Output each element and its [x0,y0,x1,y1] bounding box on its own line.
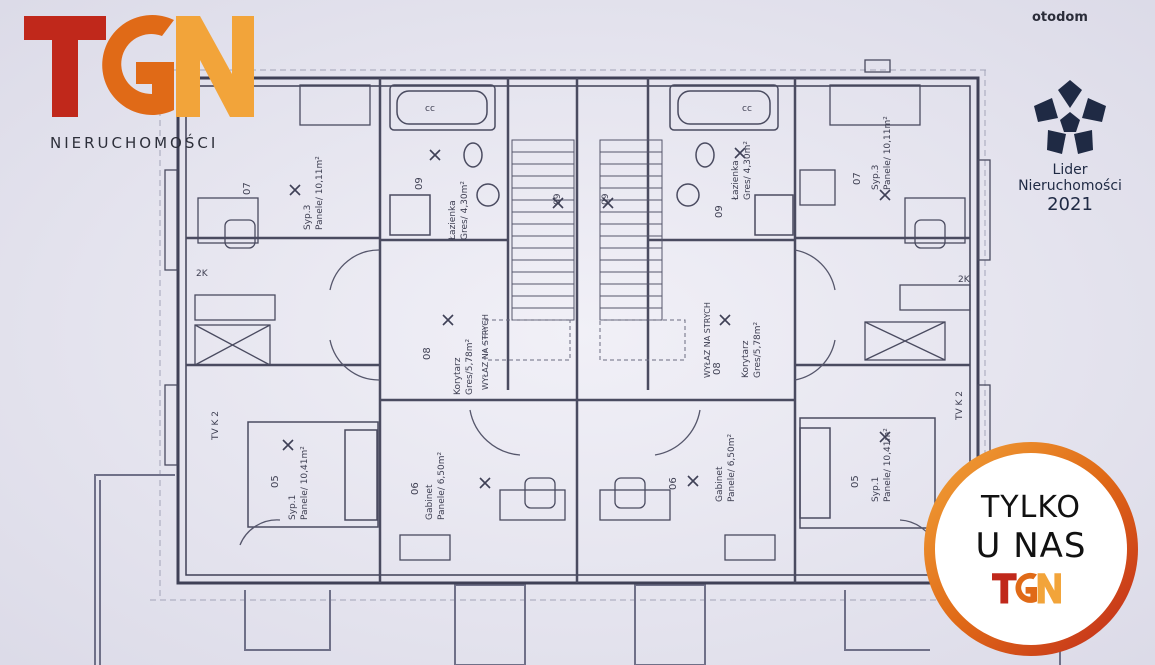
tv-socket-right: TV K 2 [955,391,965,421]
award-year: 2021 [1047,194,1093,215]
room-number-bathroom-right: 09 [714,205,725,218]
badge-line-1: TYLKO [980,490,1081,525]
room-number-bathroom-left: 09 [414,177,425,190]
room-detail-corridor-right: Gres/5,78m² [753,321,763,378]
room-name-bedroom3-right: Syp.3 [871,165,881,190]
award-badge: Lider Nieruchomości 2021 [1000,78,1140,216]
room-detail-bedroom3-right: Panele/ 10,11m² [883,116,893,190]
stair-number-left: 09 [601,193,611,205]
brand-logo: NIERUCHOMOŚCI [24,12,264,152]
room-detail-bedroom1-left: Panele/ 10,41m² [300,446,310,520]
room-detail-corridor-left: Gres/5,78m² [465,338,475,395]
room-detail-office-right: Panele/ 6,50m² [727,433,737,502]
room-number-corridor-right: 08 [712,362,723,375]
room-name-bedroom3-left: Syp.3 [303,205,313,230]
tv-socket-left: TV K 2 [211,411,221,441]
room-name-office-left: Gabinet [425,484,435,520]
room-number-bedroom1-right: 05 [850,475,861,488]
room-name-bedroom1-left: Syp.1 [288,495,298,520]
room-detail-office-left: Panele/ 6,50m² [437,451,447,520]
tgn-logo-icon [24,14,254,117]
bathtub-label-right: cc [742,104,752,114]
room-name-bathroom-left: Łazienka [448,200,458,241]
room-number-office-left: 06 [410,482,421,495]
room-name-corridor-right: Korytarz [741,340,751,378]
socket-k-right: 2K [958,275,971,285]
brand-wordmark: NIERUCHOMOŚCI [50,134,219,152]
room-number-bedroom3-right: 07 [852,172,863,185]
badge-line-2: U NAS [975,526,1087,566]
room-number-office-right: 06 [668,477,679,490]
award-title: Lider [1052,162,1088,178]
socket-k-left: 2K [196,269,209,279]
room-name-bedroom1-right: Syp.1 [871,477,881,502]
exclusive-badge: TYLKO U NAS [922,440,1140,658]
stair-number-right: 09 [553,193,563,205]
room-name-corridor-left: Korytarz [453,357,463,395]
award-subtitle: Nieruchomości [1018,178,1122,194]
room-number-bedroom3-left: 07 [242,182,253,195]
room-number-corridor-left: 08 [422,347,433,360]
badge-ring-icon [924,442,1138,656]
room-name-office-right: Gabinet [715,466,725,502]
room-detail-bedroom3-left: Panele/ 10,11m² [315,156,325,230]
room-detail-bedroom1-right: Panele/ 10,41m² [883,428,893,502]
room-detail-bathroom-right: Gres/ 4,30m² [743,141,753,200]
pentagon-star-icon [1034,80,1106,154]
attic-hatch-right: WYŁAZ NA STRYCH [703,302,712,378]
portal-logo: otodom [1032,10,1088,25]
bathtub-label-left: cc [425,104,435,114]
room-name-bathroom-right: Łazienka [731,160,741,201]
room-number-bedroom1-left: 05 [270,475,281,488]
attic-hatch-left: WYŁAZ NA STRYCH [481,314,490,390]
room-detail-bathroom-left: Gres/ 4,30m² [460,181,470,240]
